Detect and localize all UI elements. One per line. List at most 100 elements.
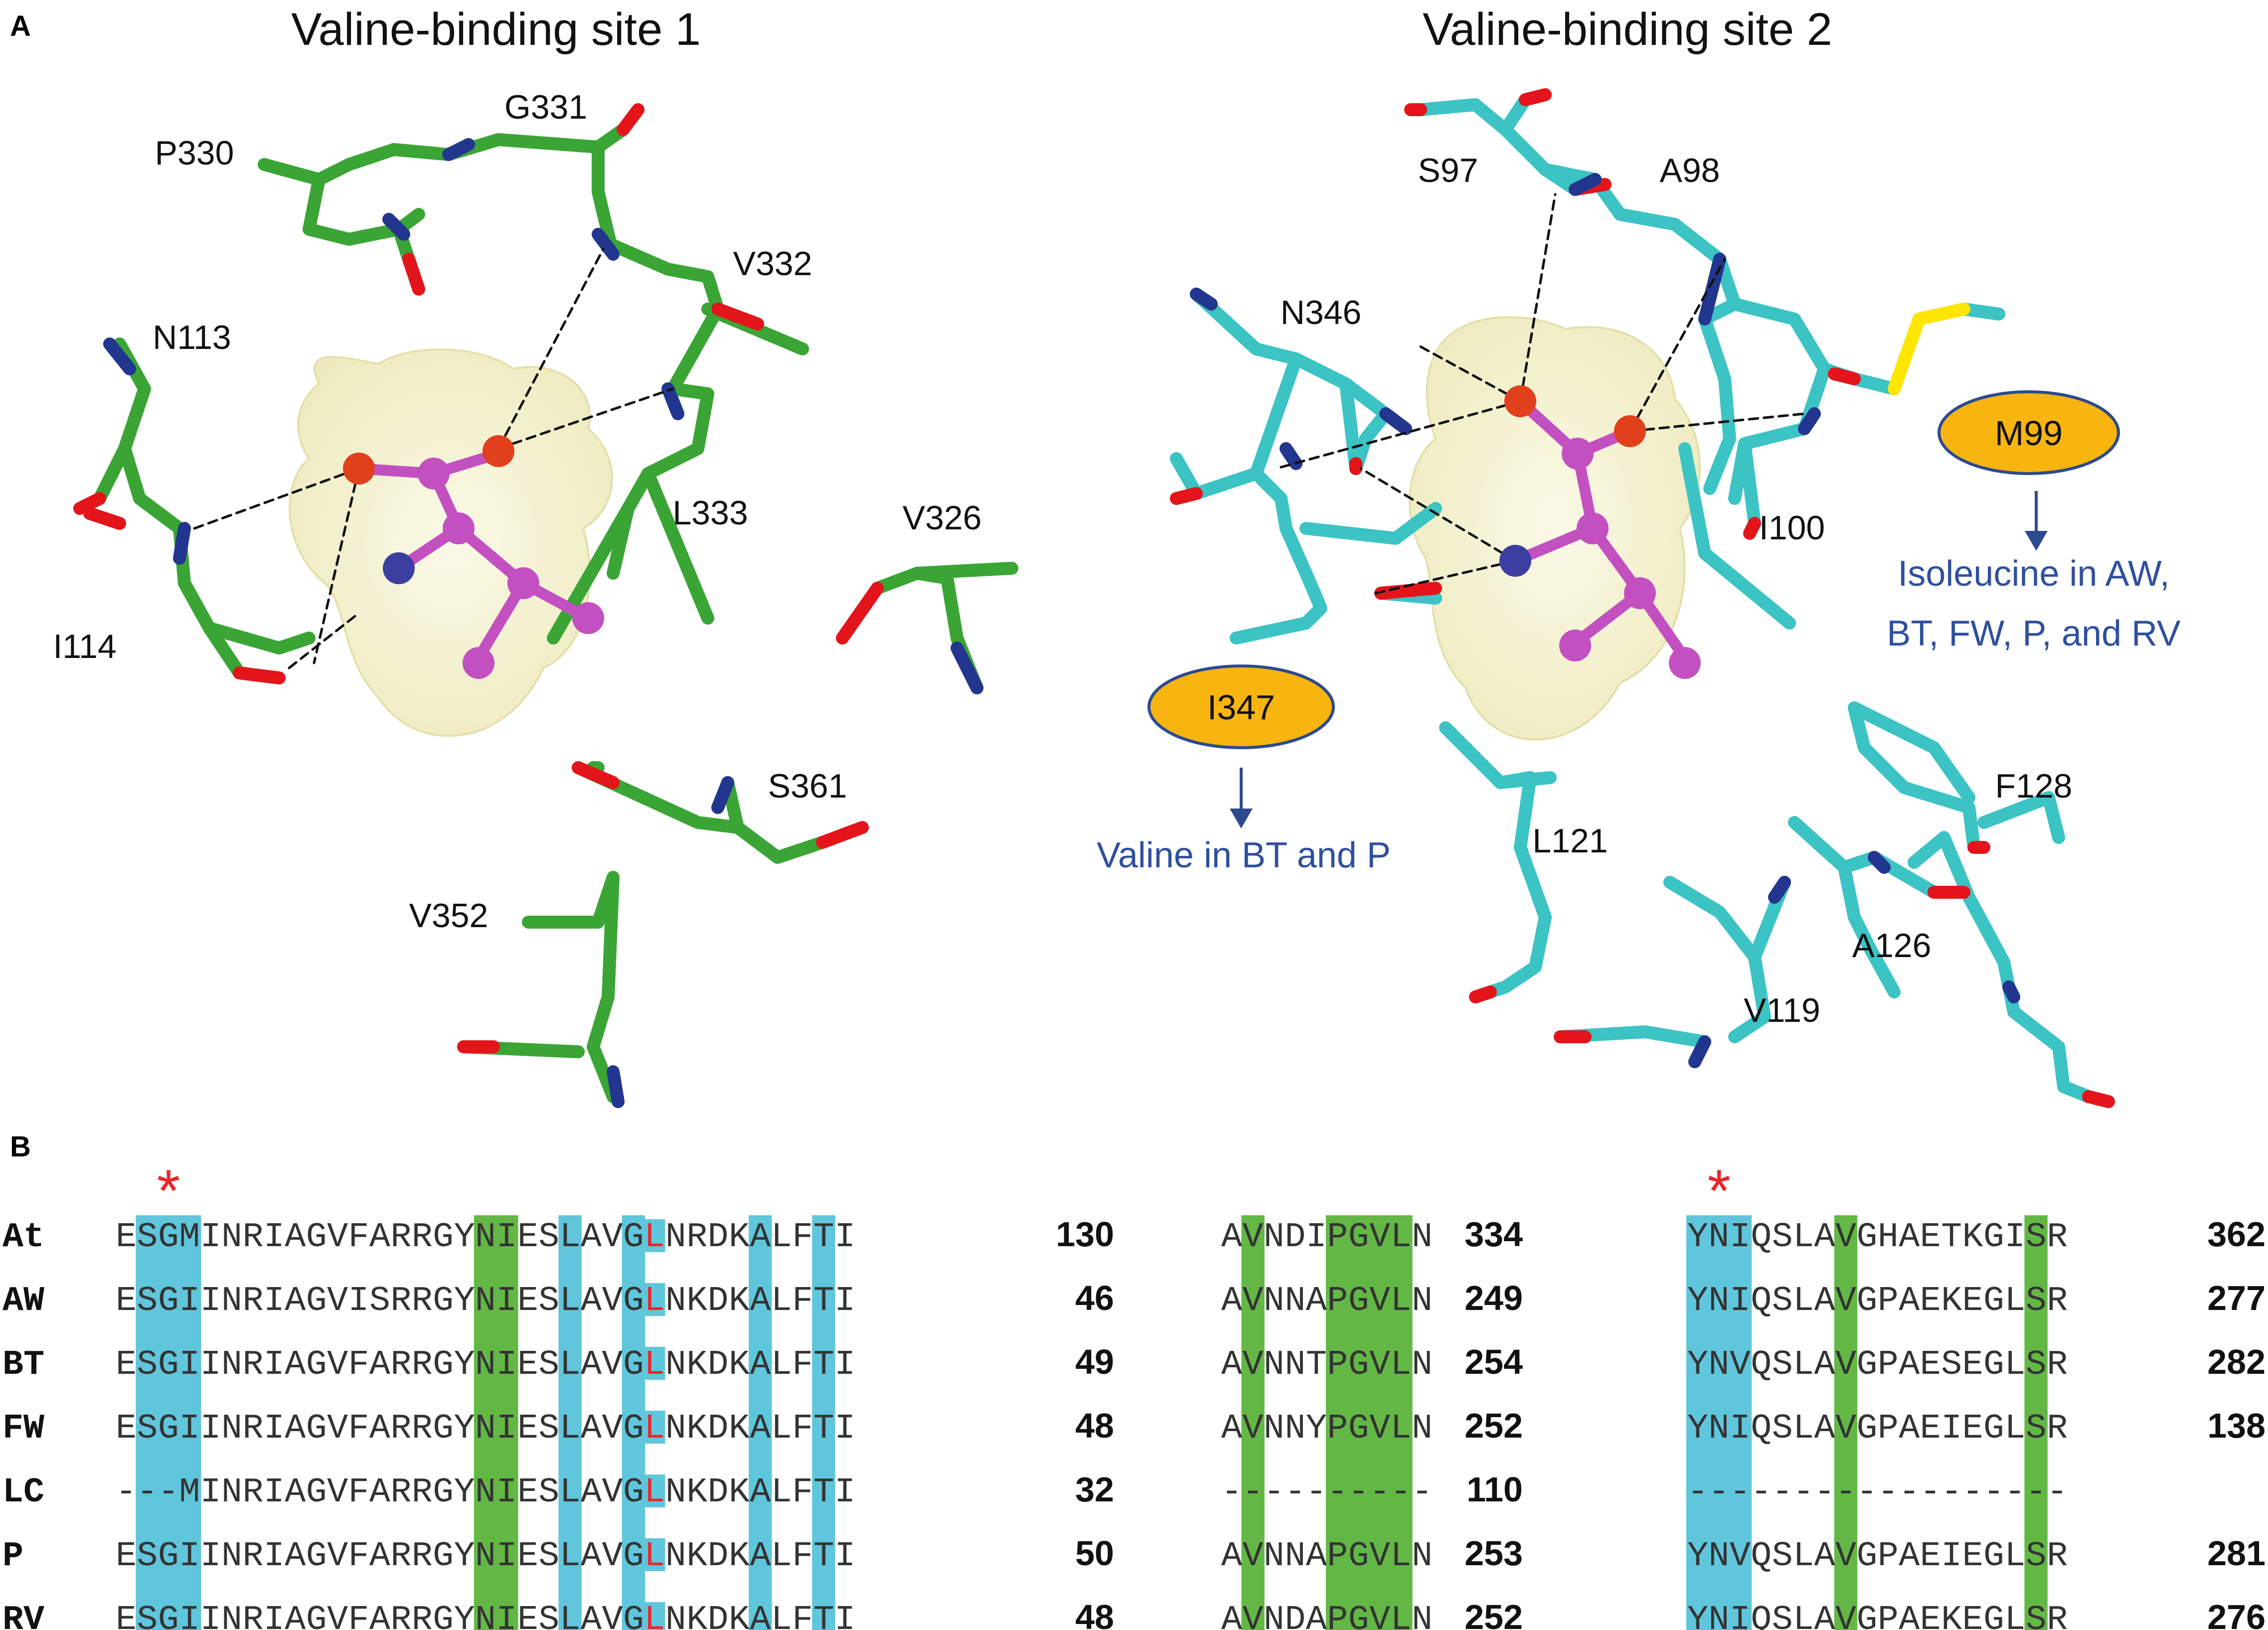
sequence-position: 48	[1075, 1598, 1114, 1630]
asterisk-marker: *	[157, 1157, 180, 1224]
site1-residue-label: G331	[504, 88, 587, 126]
callout-i347: I347 Valine in BT and P	[1097, 664, 1391, 875]
callout-m99: M99 Isoleucine in AW, BT, FW, P, and RV	[1887, 390, 2181, 653]
site2-residue-label: A126	[1852, 927, 1932, 965]
highlight-residue: L	[644, 1218, 665, 1257]
species-label: RV	[2, 1601, 44, 1630]
site1-residue-label: L333	[672, 494, 748, 532]
callout-oval	[1147, 664, 1335, 749]
conserved-highlight-cyan	[136, 1215, 201, 1630]
sequence-row: ESGIINRIAGVFARRGYNIESLAVGLNKDKALFTI	[116, 1409, 855, 1449]
site2-labels: S97 A98 N346 I100 F128 L121 A126 V119	[1281, 152, 2073, 1029]
site1-residue-label: S361	[768, 767, 847, 805]
sequence-row: ESGIINRIAGVISRRGYNIESLAVGLNKDKALFTI	[116, 1282, 855, 1321]
species-label: BT	[2, 1345, 44, 1385]
site2-residue-label: I100	[1759, 509, 1825, 547]
sequence-row: ESGIINRIAGVFARRGYNIESLAVGLNKDKALFTI	[116, 1601, 855, 1630]
sequence-row: AVNDIPGVLN	[1221, 1218, 1433, 1257]
sequence-position: 130	[1056, 1215, 1114, 1254]
callout-residue: M99	[1995, 414, 2063, 453]
callout-note: Isoleucine in AW,	[1898, 554, 2170, 594]
sequence-position: 50	[1075, 1534, 1114, 1573]
site2-ligand-surface	[1409, 316, 1701, 741]
sequence-row: AVNNTPGVLN	[1221, 1345, 1433, 1385]
site2-residue-label: S97	[1418, 152, 1478, 189]
site2-residue-label: A98	[1660, 152, 1720, 189]
site2-ligand-atoms	[1499, 385, 1701, 679]
sequence-row: YNIQSLAVGPAEIEGLSR	[1687, 1409, 2068, 1449]
panel-a-label: A	[10, 10, 31, 42]
callout-residue: I347	[1207, 688, 1275, 727]
site1-hbonds	[193, 248, 674, 669]
species-label: At	[2, 1218, 44, 1257]
sequence-position: 252	[1464, 1598, 1523, 1630]
callout-note: BT, FW, P, and RV	[1887, 614, 2181, 653]
conserved-highlight-cyan	[1686, 1215, 1752, 1630]
sequence-position: 253	[1464, 1534, 1523, 1573]
site2-residue-label: N346	[1281, 294, 1362, 331]
sequence-position: 276	[2207, 1598, 2266, 1630]
highlight-residue: L	[644, 1601, 665, 1630]
site2-title: Valine-binding site 2	[1423, 4, 1832, 55]
sequence-position: 48	[1075, 1406, 1114, 1445]
conserved-highlight-green	[1241, 1215, 1265, 1630]
alignment-block-3	[1686, 1215, 2048, 1630]
panel-b-label: B	[10, 1131, 31, 1163]
site1-title: Valine-binding site 1	[291, 4, 701, 55]
sequence-position: 362	[2207, 1215, 2266, 1254]
sequence-position: 277	[2207, 1279, 2266, 1317]
conserved-highlight-green	[2024, 1215, 2048, 1630]
conserved-highlight-cyan	[749, 1215, 772, 1630]
highlight-residue: L	[644, 1537, 665, 1576]
site1-structure	[73, 103, 1018, 1108]
alignment-block-1	[136, 1215, 835, 1630]
alignment-block-2	[1241, 1215, 1413, 1630]
site1-residue-label: V352	[409, 897, 488, 935]
arrowhead-icon	[1230, 809, 1253, 828]
arrowhead-icon	[2025, 531, 2048, 551]
sequence-position: 49	[1075, 1342, 1114, 1381]
sequence-row: ------------------	[1687, 1473, 2068, 1512]
species-label: AW	[2, 1282, 44, 1321]
site1-residue-label: P330	[155, 134, 234, 172]
site1-ligand-atoms	[343, 435, 604, 679]
highlight-residue: L	[644, 1473, 665, 1512]
sequence-alignment: AtAWBTFWLCPRVWHESGMINRIAGVFARRGYNIESLAVG…	[2, 1157, 2266, 1630]
site2-residue-label: V119	[1744, 991, 1820, 1029]
sequence-row: ESGMINRIAGVFARRGYNIESLAVGLNRDKALFTI	[116, 1218, 855, 1257]
site2-structure	[1170, 88, 2115, 1108]
sequence-row: AVNNAPGVLN	[1221, 1537, 1433, 1576]
highlight-residue: L	[644, 1345, 665, 1385]
site1-residue-label: V332	[733, 245, 812, 283]
sequence-position: 254	[1464, 1342, 1523, 1381]
sequence-position: 110	[1466, 1470, 1523, 1509]
sequence-position: 46	[1075, 1279, 1114, 1317]
site2-sticks	[1170, 93, 2095, 1103]
sequence-position: 281	[2207, 1534, 2266, 1573]
site2-residue-label: F128	[1995, 767, 2073, 805]
sequence-row: ESGIINRIAGVFARRGYNIESLAVGLNKDKALFTI	[116, 1345, 855, 1385]
sequence-position: 334	[1464, 1215, 1523, 1254]
sequence-row: YNIQSLAVGHAETKGISR	[1687, 1218, 2068, 1257]
species-label: FW	[2, 1409, 44, 1449]
species-label: LC	[2, 1473, 44, 1512]
conserved-highlight-cyan	[812, 1215, 835, 1630]
sequence-row: YNIQSLAVGPAEKEGLSR	[1687, 1282, 2068, 1321]
sequence-position: 282	[2207, 1342, 2266, 1381]
callout-oval	[1938, 390, 2120, 475]
conserved-highlight-cyan	[622, 1215, 645, 1630]
sequence-row: YNVQSLAVGPAEIEGLSR	[1687, 1537, 2068, 1576]
sequence-row: ---MINRIAGVFARRGYNIESLAVGLNKDKALFTI	[116, 1473, 855, 1512]
site1-residue-label: I114	[53, 628, 116, 665]
callout-note: Valine in BT and P	[1097, 835, 1391, 875]
sequence-position: 249	[1464, 1279, 1523, 1317]
conserved-highlight-green	[474, 1215, 518, 1630]
sequence-row: AVNNAPGVLN	[1221, 1282, 1433, 1321]
sequence-row: AVNNYPGVLN	[1221, 1409, 1433, 1449]
species-label: P	[2, 1537, 23, 1576]
sequence-position: 138	[2207, 1406, 2266, 1445]
sequence-position: 252	[1464, 1406, 1523, 1445]
conserved-highlight-green	[1834, 1215, 1858, 1630]
sequence-row: AVNDAPGVLN	[1221, 1601, 1433, 1630]
